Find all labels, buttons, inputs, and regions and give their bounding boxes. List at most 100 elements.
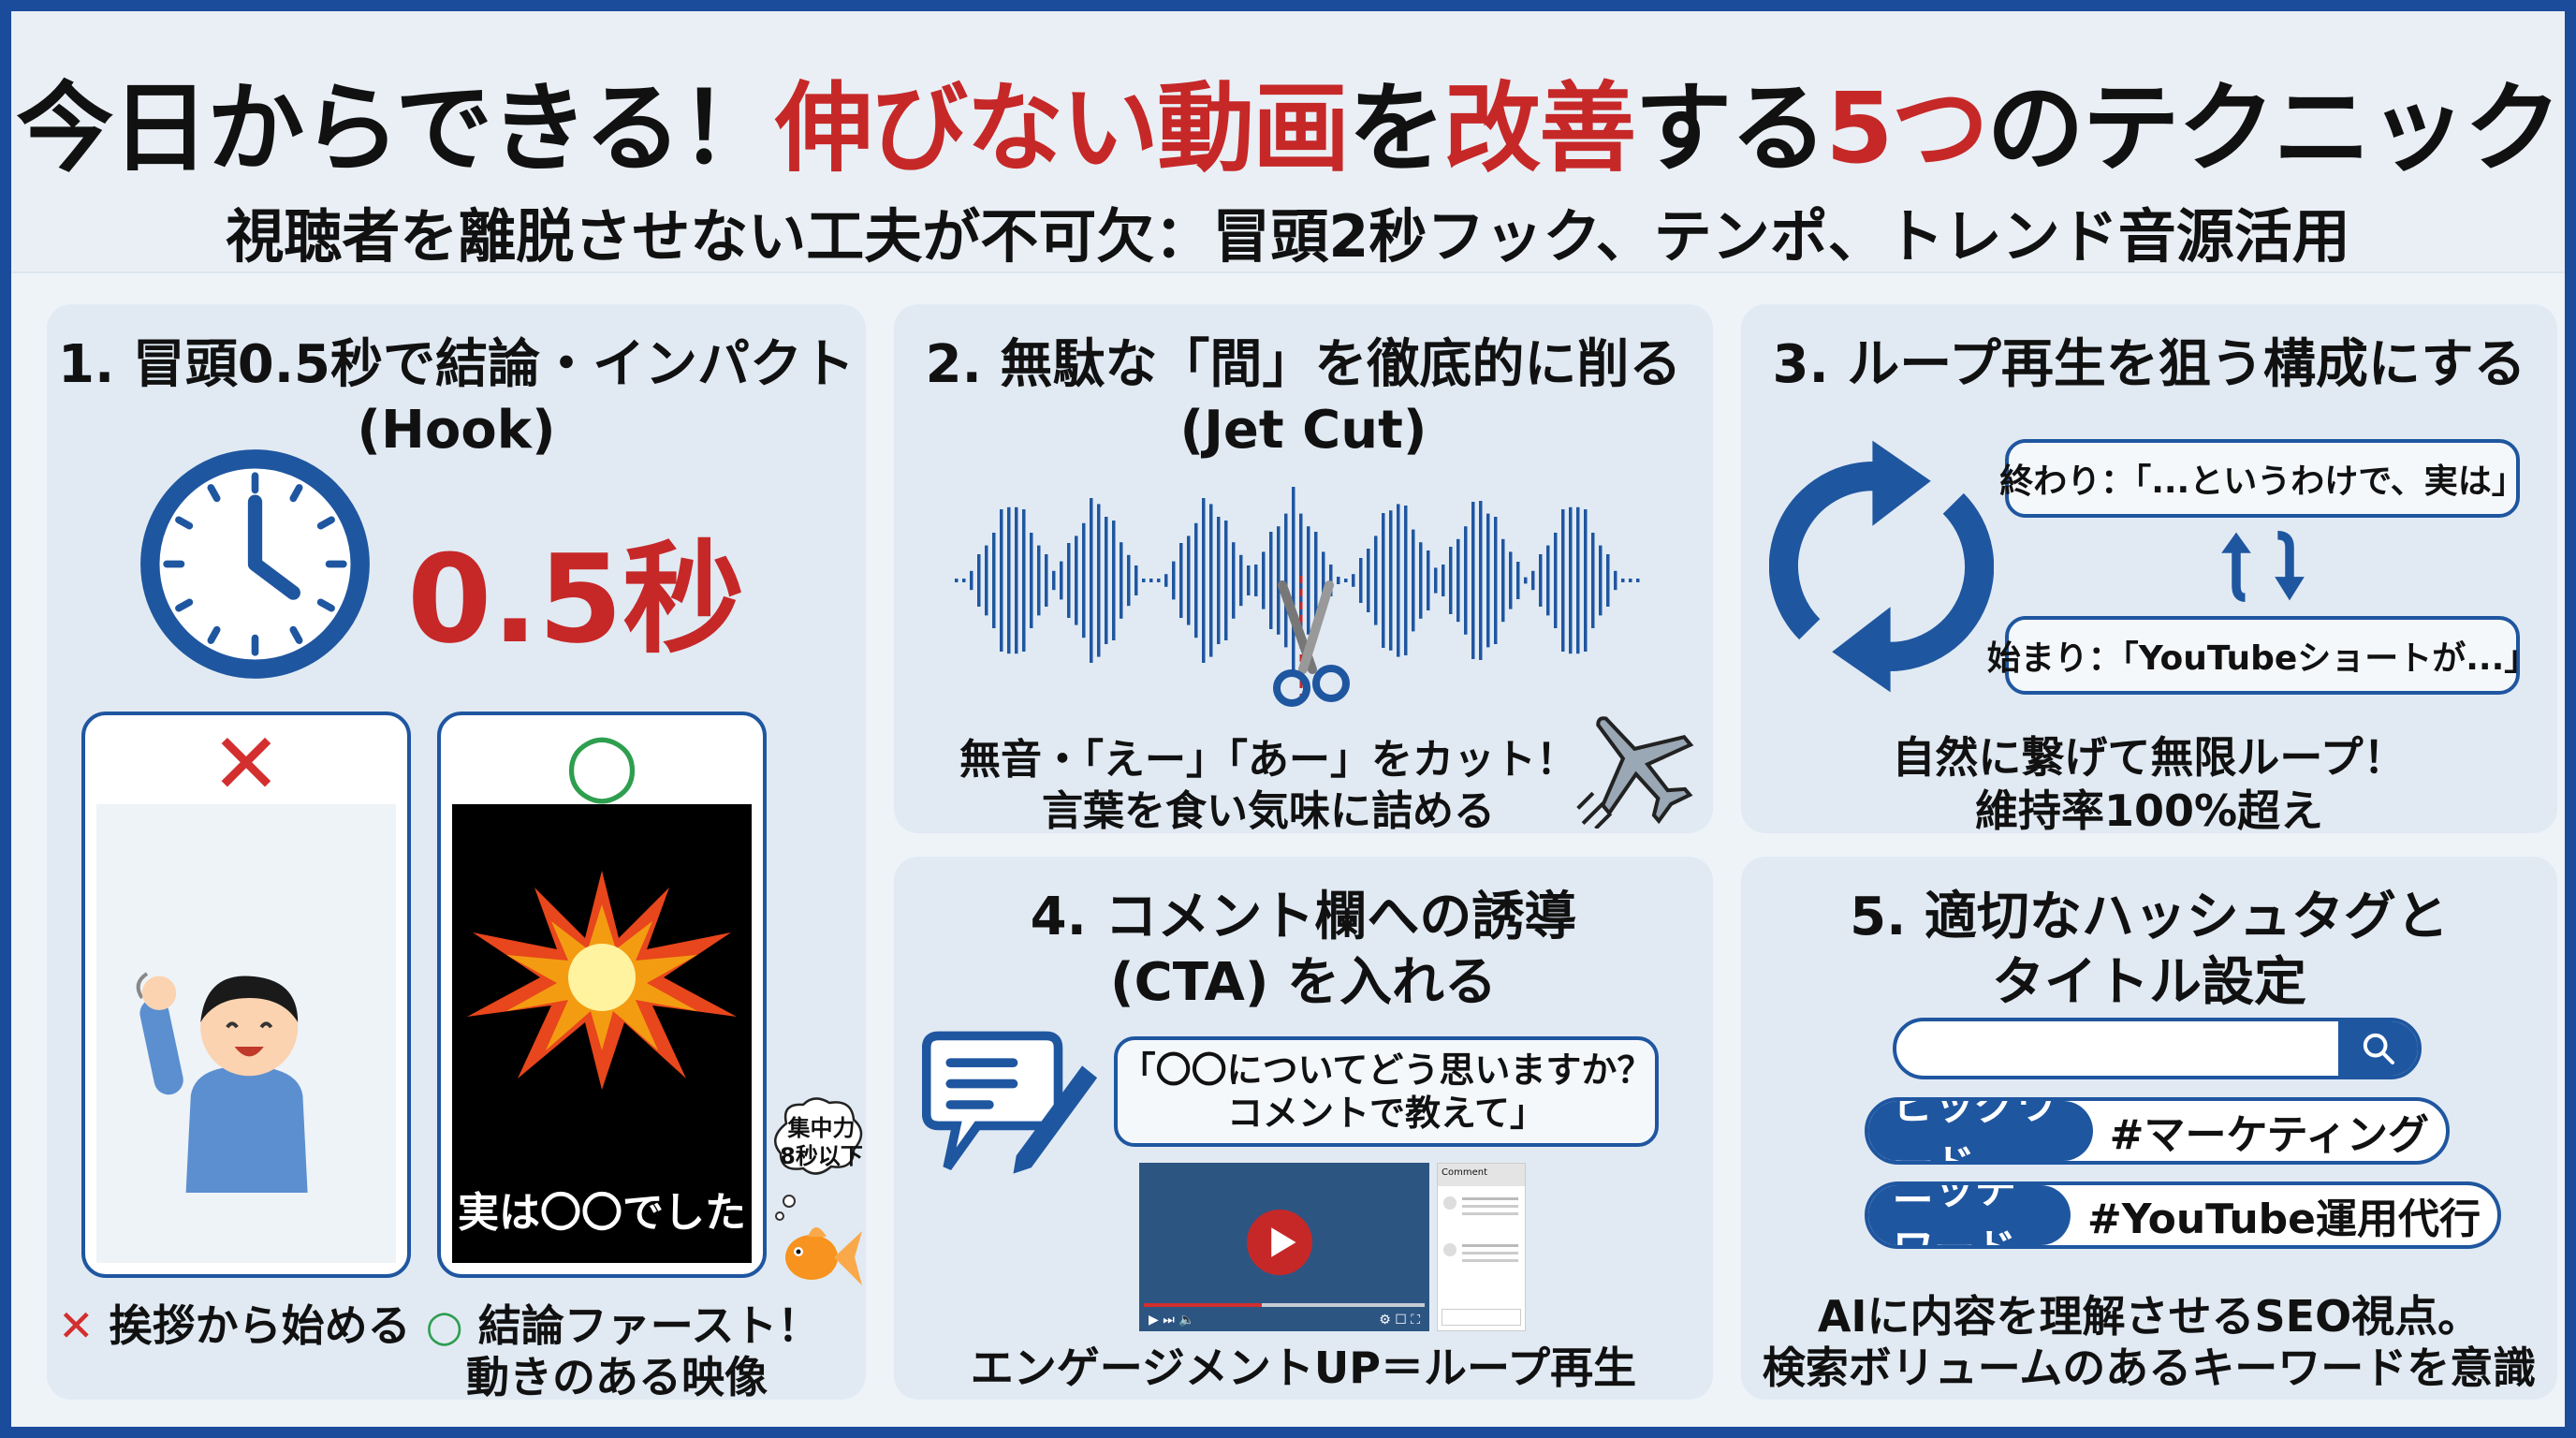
cta-quote-box: 「〇〇についてどう思いますか？ コメントで教えて」 [1114,1036,1659,1147]
waveform-bar [1629,579,1632,582]
tag-label: ニッチワード [1868,1185,2071,1245]
video-player[interactable]: ▶ ⏭ 🔈 ⚙ ☐ ⛶ [1139,1163,1429,1331]
panel-cta: 4. コメント欄への誘導 (CTA) を入れる 「〇〇についてどう思いますか？ … [894,857,1713,1400]
waveform-bar [1494,517,1498,644]
waveform-bar [1539,554,1543,607]
infographic: 今日からできる！伸びない動画を改善する5つのテクニック 視聴者を離脱させない工夫… [11,11,2565,1427]
waveform-bar [1404,506,1408,655]
waveform-bar [1149,579,1153,582]
waveform-bar [1202,498,1206,663]
title-part: 5つ [1825,71,1988,185]
waveform-bar [1307,526,1310,635]
waveform-bar [1097,504,1101,657]
waveform-bar [1157,579,1161,582]
player-controls[interactable]: ▶ ⏭ 🔈 [1149,1313,1195,1328]
panel-title-sub: (CTA) を入れる [1110,952,1497,1013]
waveform-bar [1397,504,1400,657]
waveform-bar [1015,506,1018,654]
waveform-bar [1022,509,1026,652]
waveform-bar [1037,545,1041,616]
tag-row-niche: ニッチワード #YouTube運用代行 [1865,1181,2501,1249]
circle-ok-icon: ○ [425,1300,463,1351]
waveform-bar [1262,551,1266,609]
waveform-bar [1060,561,1063,600]
page-subtitle: 視聴者を離脱させない工夫が不可欠：冒頭2秒フック、テンポ、トレンド音源活用 [226,202,2350,271]
waveform-bar [1337,577,1340,584]
title-part: を [1348,71,1445,185]
waveform-bar [1456,538,1460,623]
caption-good-text: 結論ファースト！ [477,1300,821,1351]
panel-title-sub: (Jet Cut) [1179,400,1427,461]
waveform-bar [1367,549,1370,612]
screen-caption: 実は〇〇でした [458,1189,746,1237]
title-part: のテクニック [1986,71,2562,185]
waveform-bar [1075,536,1078,625]
tag-label: ビッグワード [1868,1101,2093,1161]
waveform-bar [1501,538,1505,623]
header: 今日からできる！伸びない動画を改善する5つのテクニック 視聴者を離脱させない工夫… [11,11,2565,273]
progress-track[interactable] [1144,1303,1425,1307]
search-input[interactable] [1896,1021,2336,1076]
waveform-bar [1606,554,1610,607]
waveform-bar [1419,542,1423,619]
panel-title: 4. コメント欄への誘導 [1030,887,1577,947]
play-icon[interactable] [1247,1210,1312,1275]
waveform-bar [1194,522,1198,638]
waveform-bar [1127,554,1131,607]
waveform-bar [1554,533,1558,628]
caption-bad: ✕ 挨拶から始める ○ 結論ファースト！ [58,1292,820,1354]
panel-loop: 3. ループ再生を狙う構成にする 終わり：「...というわけで、実は」 始まり：… [1741,304,2557,836]
search-icon [2363,1033,2394,1064]
player-settings[interactable]: ⚙ ☐ ⛶ [1379,1313,1420,1328]
tag-value: #マーケティング [2109,1111,2429,1159]
waveform-bar [1352,574,1355,587]
search-bar[interactable] [1893,1018,2422,1079]
waveform-bar [1509,551,1513,609]
tag-value: #YouTube運用代行 [2086,1196,2481,1243]
waveform-bar [1449,547,1453,614]
waveform-bar [985,545,988,616]
waveform-bar [1277,526,1281,635]
comment-input[interactable] [1442,1309,1521,1326]
waveform-bar [1621,579,1625,582]
comment-edit-icon [922,1031,1098,1174]
waveform-bar [1247,565,1251,595]
waveform-bar [1254,565,1258,596]
waveform-bar [1561,509,1565,652]
waveform-bar [1427,550,1430,610]
waveform-bar [1112,521,1116,640]
panel-title: 3. ループ再生を狙う構成にする [1772,334,2526,395]
waveform-bar [1045,554,1048,607]
waveform-bar [1531,570,1535,591]
waveform-bar [1382,513,1385,648]
panel-title: 5. 適切なハッシュタグと [1850,887,2449,947]
circle-ok-icon: ○ [564,713,640,814]
goldfish [775,1195,862,1285]
title-part: 伸びない動画 [775,71,1350,185]
waveform-bar [1584,509,1588,652]
panel-title: 1. 冒頭0.5秒で結論・インパクト [58,334,855,395]
waveform-bar [1576,506,1580,654]
comment-panel: Comment [1437,1163,1526,1331]
waveform-bar [970,570,973,591]
panel-title: 2. 無駄な「間」を徹底的に削る [925,334,1682,395]
quote-line: 「〇〇についてどう思いますか？ [1120,1049,1653,1091]
waveform-bar [1322,551,1325,609]
phone-good: ○ 実は〇〇でした [437,712,767,1278]
waveform-bar [1569,506,1573,654]
waveform-bar [1359,558,1363,603]
panel-jetcut: 2. 無駄な「間」を徹底的に削る (Jet Cut) 無音・「えー」「あー」をカ… [894,304,1713,835]
waveform-bar [1546,545,1550,616]
waveform-bar [1479,501,1483,660]
waveform-bar [1067,543,1071,618]
panel-title-sub: タイトル設定 [1992,952,2306,1013]
waveform-bar [1292,487,1295,674]
waveform-bar [1516,562,1520,599]
waveform-bar [1000,509,1003,652]
search-button[interactable] [2338,1021,2418,1076]
caption-bad-text: 挨拶から始める [109,1300,411,1351]
waveform-bar [977,554,981,607]
waveform-bar [1434,567,1438,594]
waveform-bar [1082,522,1086,638]
